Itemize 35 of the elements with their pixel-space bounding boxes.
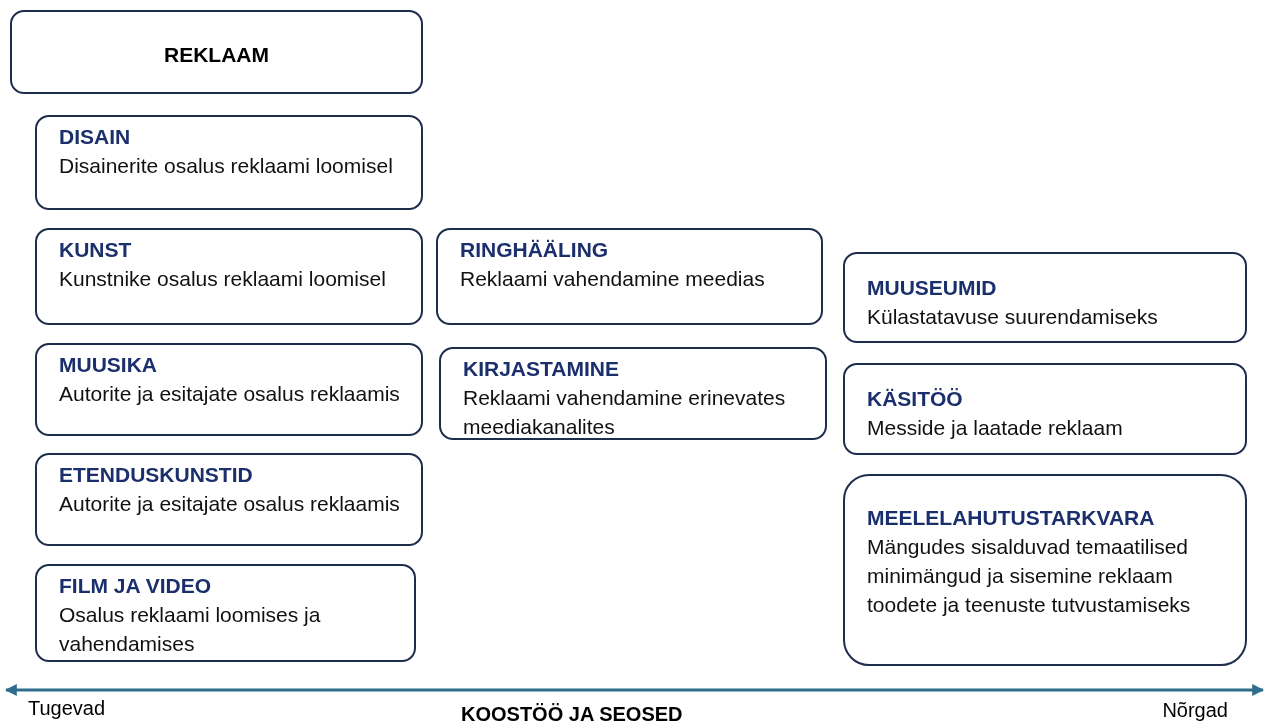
category-box <box>35 115 423 210</box>
box-heading: KUNST <box>59 237 133 263</box>
box-heading: FILM JA VIDEO <box>59 573 213 599</box>
box-heading: KÄSITÖÖ <box>867 386 964 412</box>
box-description: Osalus reklaami loomises ja vahendamises <box>59 602 322 657</box>
category-box <box>35 564 416 662</box>
category-box <box>843 363 1247 455</box>
category-box <box>436 228 823 325</box>
box-heading: MUUSIKA <box>59 352 158 378</box>
category-box <box>35 453 423 546</box>
box-description: Külastatavuse suurendamiseks <box>867 304 1159 330</box>
axis-label: KOOSTÖÖ JA SEOSED <box>461 703 683 724</box>
box-heading: KIRJASTAMINE <box>463 356 620 382</box>
box-description: Kunstnike osalus reklaami loomisel <box>59 266 387 292</box>
box-description: Mängudes sisalduvad temaatilised minimängud ja sisemine reklaam toodete ja teenuste tutvustamiseks <box>867 534 1192 618</box>
box-description: Autorite ja esitajate osalus reklaamis <box>59 381 401 407</box>
axis-label: Nõrgad <box>1162 699 1228 722</box>
box-heading: MUUSEUMID <box>867 275 998 301</box>
category-box <box>35 228 423 325</box>
box-description: Reklaami vahendamine erinevates meediakanalites <box>463 385 787 440</box>
box-description: Messide ja laatade reklaam <box>867 415 1124 441</box>
title-box <box>10 10 423 94</box>
category-box <box>843 474 1247 666</box>
category-box <box>439 347 827 440</box>
box-heading: MEELELAHUTUSTARKVARA <box>867 505 1156 531</box>
box-heading: RINGHÄÄLING <box>460 237 610 263</box>
category-box <box>843 252 1247 343</box>
box-description: Reklaami vahendamine meedias <box>460 266 766 292</box>
box-description: Disainerite osalus reklaami loomisel <box>59 153 394 179</box>
box-heading: DISAIN <box>59 124 132 150</box>
axis-label: Tugevad <box>28 697 106 720</box>
box-description: Autorite ja esitajate osalus reklaamis <box>59 491 401 517</box>
box-heading: REKLAAM <box>164 42 269 68</box>
category-box <box>35 343 423 436</box>
box-heading: ETENDUSKUNSTID <box>59 462 254 488</box>
